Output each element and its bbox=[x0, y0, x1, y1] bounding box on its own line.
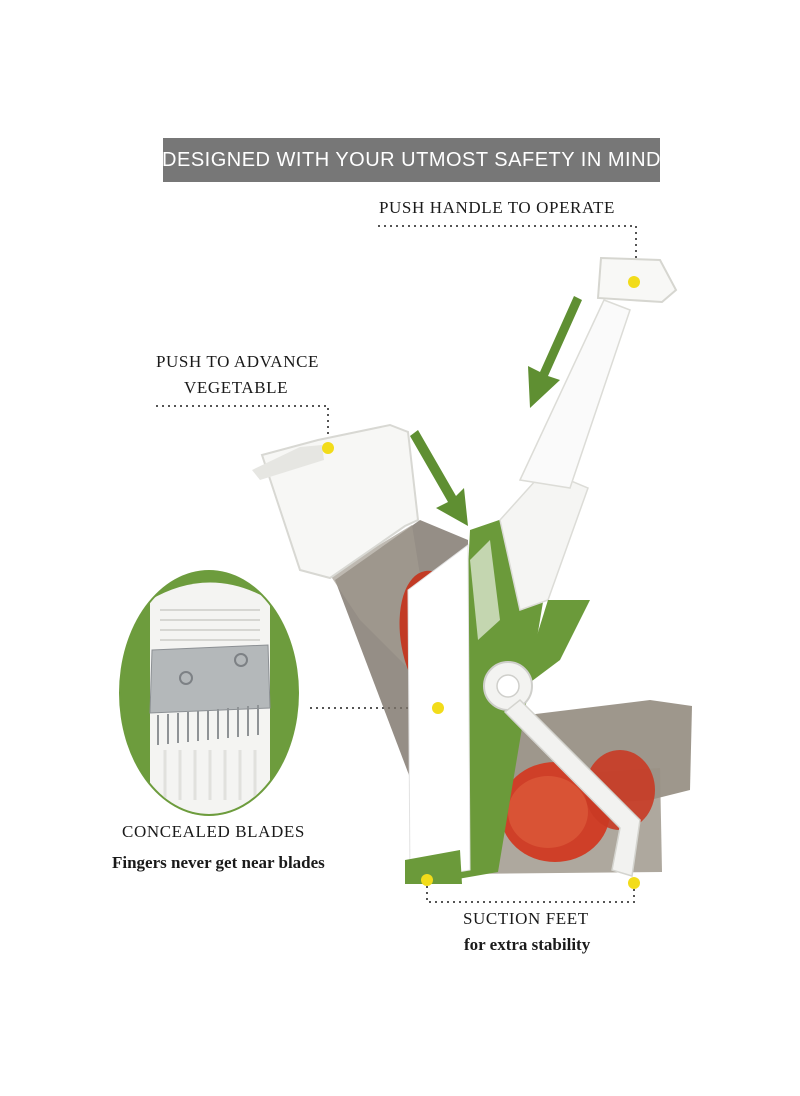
callout-suction-feet: SUCTION FEET bbox=[463, 909, 589, 928]
callout-concealed-blades-subtext: Fingers never get near blades bbox=[112, 853, 325, 872]
blade-detail-inset bbox=[119, 570, 299, 816]
leader-handle bbox=[378, 225, 637, 280]
blade-plate bbox=[149, 644, 271, 714]
callout-dot-icon bbox=[322, 442, 334, 454]
arrow-down-left-icon bbox=[528, 296, 582, 408]
callout-dots bbox=[322, 276, 640, 889]
vegetable-pusher bbox=[252, 423, 420, 580]
callout-dot-icon bbox=[628, 877, 640, 889]
callout-push-handle: PUSH HANDLE TO OPERATE bbox=[379, 198, 615, 217]
callout-dot-icon bbox=[628, 276, 640, 288]
callout-dot-icon bbox=[432, 702, 444, 714]
callout-suction-feet-subtext: for extra stability bbox=[464, 935, 591, 954]
callout-push-advance-line1: PUSH TO ADVANCE bbox=[156, 352, 319, 371]
callout-dot-icon bbox=[421, 874, 433, 886]
callout-push-advance-line2: VEGETABLE bbox=[184, 378, 289, 397]
callout-concealed-blades: CONCEALED BLADES bbox=[122, 822, 305, 841]
leader-advance bbox=[156, 405, 329, 446]
safety-banner: DESIGNED WITH YOUR UTMOST SAFETY IN MIND bbox=[162, 138, 660, 182]
arrow-down-left-icon bbox=[410, 430, 468, 526]
